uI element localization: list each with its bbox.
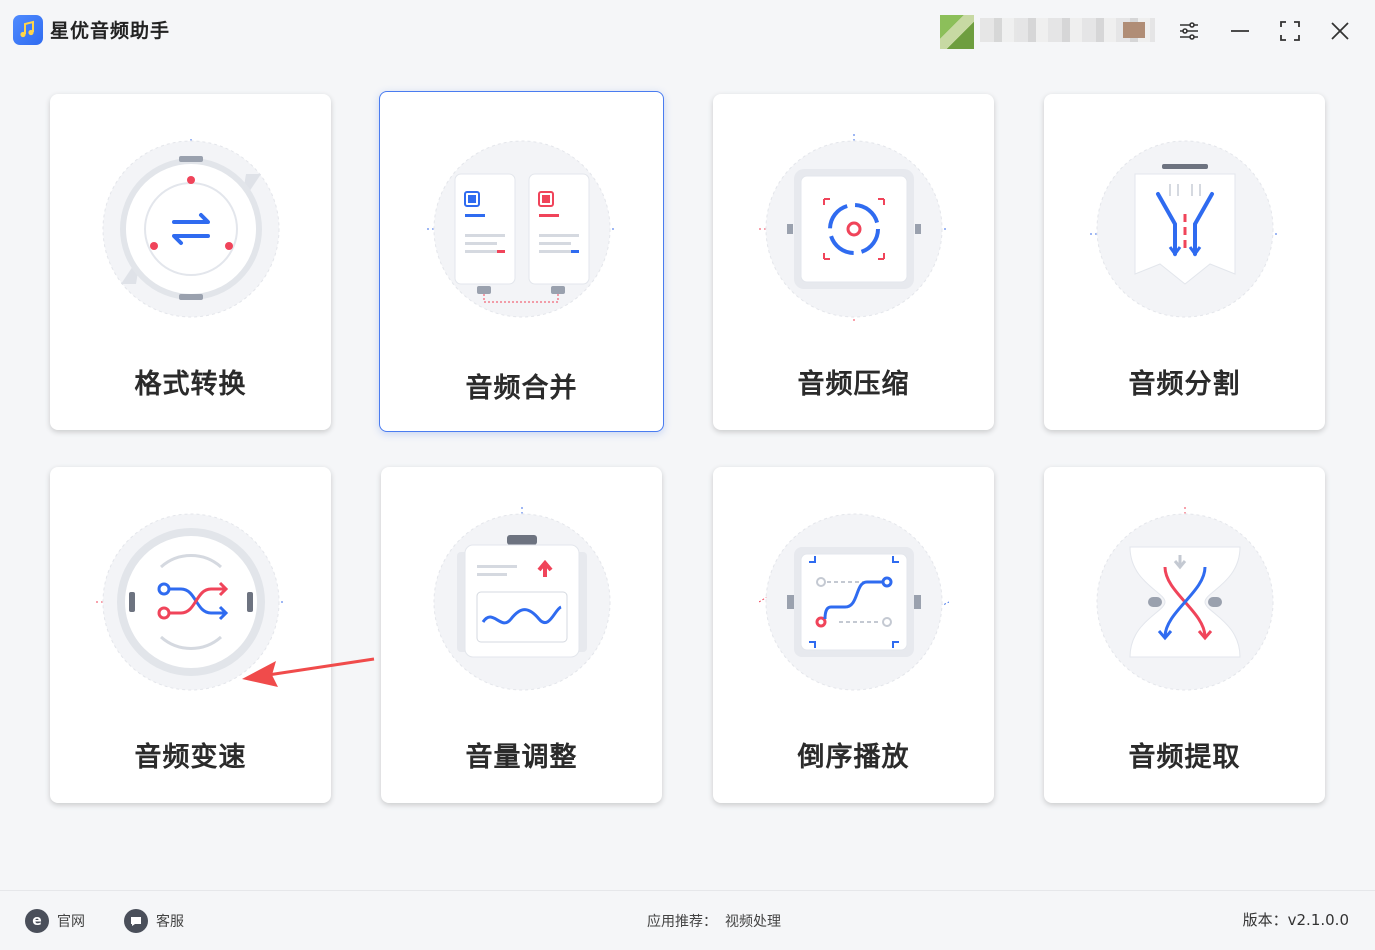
title-bar: 星优音频助手 xyxy=(0,0,1375,62)
close-icon[interactable] xyxy=(1326,17,1354,45)
website-label: 官网 xyxy=(57,914,85,930)
card-audio-compress[interactable]: 音频压缩 xyxy=(713,94,994,430)
card-label: 格式转换 xyxy=(134,369,247,400)
app-title: 星优音频助手 xyxy=(50,20,171,42)
volume-adjust-icon xyxy=(433,507,610,691)
version-text: 版本：v2.1.0.0 xyxy=(1242,911,1349,929)
card-label: 音频压缩 xyxy=(797,369,910,400)
minimize-icon[interactable] xyxy=(1226,17,1254,45)
recommend-video-link[interactable]: 视频处理 xyxy=(725,914,781,930)
audio-compress-icon xyxy=(758,134,949,324)
audio-split-icon xyxy=(1089,140,1280,318)
card-label: 音频分割 xyxy=(1128,369,1241,400)
app-recommend: 应用推荐： 视频处理 xyxy=(647,911,781,931)
card-audio-speed[interactable]: 音频变速 xyxy=(50,467,331,803)
footer: e 官网 客服 应用推荐： 视频处理 版本：v2.1.0.0 xyxy=(0,890,1375,950)
card-volume-adjust[interactable]: 音量调整 xyxy=(381,467,662,803)
maximize-icon[interactable] xyxy=(1276,17,1304,45)
card-label: 倒序播放 xyxy=(797,742,910,773)
card-audio-split[interactable]: 音频分割 xyxy=(1044,94,1325,430)
card-label: 音频变速 xyxy=(134,742,247,773)
recommend-label: 应用推荐： xyxy=(647,914,717,930)
reverse-play-icon xyxy=(758,513,949,691)
audio-speed-icon xyxy=(95,513,286,691)
card-label: 音频合并 xyxy=(465,373,578,404)
audio-merge-icon xyxy=(426,140,617,318)
settings-sliders-icon[interactable] xyxy=(1175,17,1203,45)
user-avatar[interactable] xyxy=(940,15,974,49)
card-audio-extract[interactable]: 音频提取 xyxy=(1044,467,1325,803)
ie-globe-icon: e xyxy=(25,909,49,933)
card-audio-merge[interactable]: 音频合并 xyxy=(379,91,664,432)
card-reverse-play[interactable]: 倒序播放 xyxy=(713,467,994,803)
user-name-blurred[interactable] xyxy=(980,18,1155,42)
chat-bubble-icon xyxy=(124,909,148,933)
card-format-convert[interactable]: 格式转换 xyxy=(50,94,331,430)
card-label: 音量调整 xyxy=(465,742,578,773)
card-label: 音频提取 xyxy=(1128,742,1241,773)
website-link[interactable]: e 官网 xyxy=(25,909,85,933)
support-label: 客服 xyxy=(156,914,184,930)
app-logo-icon xyxy=(13,15,43,45)
audio-extract-icon xyxy=(1096,507,1273,691)
format-convert-icon xyxy=(102,139,279,319)
support-link[interactable]: 客服 xyxy=(124,909,184,933)
